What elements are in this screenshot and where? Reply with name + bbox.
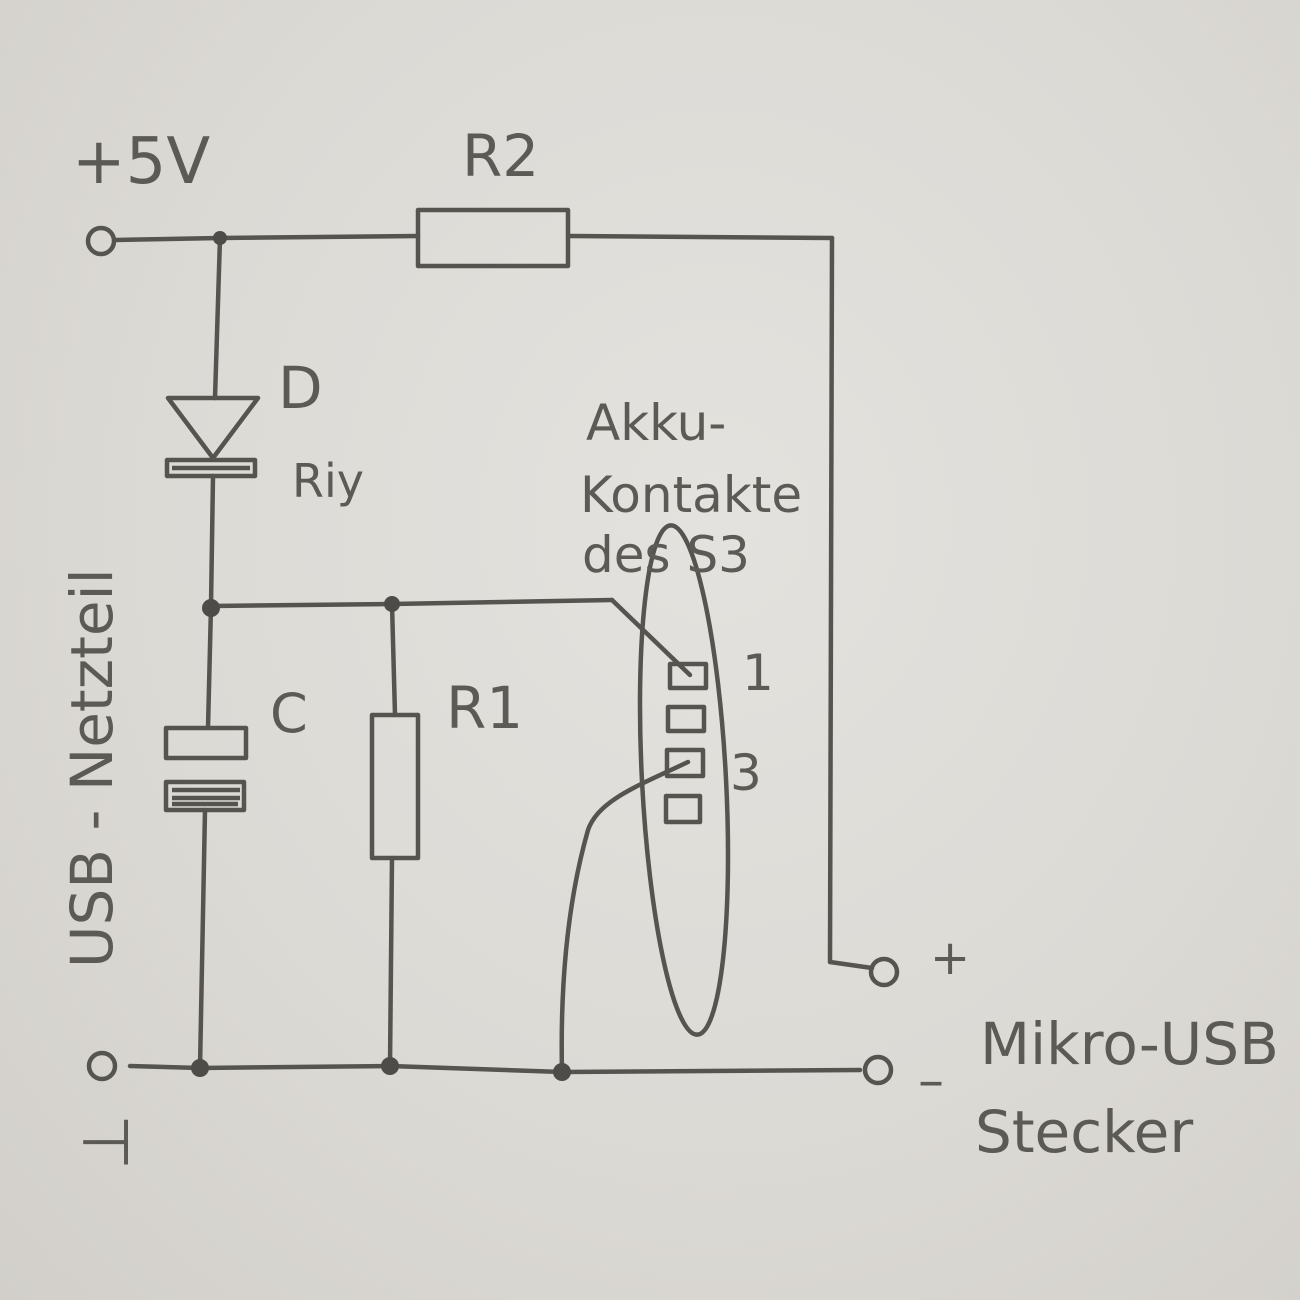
junction-ground-r1	[381, 1057, 399, 1075]
junction-r1-top	[384, 596, 400, 612]
wire-r1-bottom	[387, 855, 395, 1069]
label-connector-1: Mikro-USB	[980, 1010, 1279, 1078]
label-pin-3: 3	[730, 744, 762, 802]
label-resistor-r2: R2	[462, 122, 539, 190]
wire-junction-horizontal	[208, 597, 615, 609]
label-connector-2: Stecker	[975, 1098, 1193, 1166]
resistor-r1-body	[369, 712, 421, 861]
wire-left-to-cap	[205, 603, 214, 731]
wire-ground-bus	[127, 1063, 863, 1075]
diode	[164, 395, 261, 479]
terminals	[85, 225, 900, 1086]
wire-top-right	[567, 233, 835, 241]
capacitor-plate-bottom	[163, 779, 247, 813]
label-battery-contacts-2: Kontakte	[580, 466, 802, 524]
battery-contacts	[637, 523, 731, 1037]
wire-from-pin-3	[559, 759, 691, 1075]
ground-symbol-icon: ⊥	[70, 1114, 144, 1170]
junction-left-mid	[202, 599, 220, 617]
label-diode-note: Riy	[292, 454, 364, 508]
junction-top	[213, 231, 227, 245]
label-pin-1: 1	[742, 644, 774, 702]
wire-r1-top	[389, 601, 398, 718]
wire-right-vertical	[827, 235, 875, 971]
junction-ground-left	[191, 1059, 209, 1077]
diode-ring	[164, 457, 258, 479]
junction-ground-pin3	[553, 1063, 571, 1081]
label-battery-contacts-1: Akku-	[586, 394, 726, 452]
resistor-r2-body	[415, 207, 571, 269]
battery-pin-4	[663, 793, 703, 825]
label-resistor-r1: R1	[446, 674, 523, 742]
label-capacitor: C	[270, 682, 308, 745]
terminal-ground-left	[86, 1050, 118, 1082]
battery-pin-2	[665, 704, 707, 734]
wire-left-mid	[208, 473, 216, 609]
label-minus-terminal: –	[918, 1051, 944, 1111]
label-battery-contacts-3: des S3	[582, 526, 750, 584]
wire-left-upper	[212, 235, 223, 401]
terminal-plus5v	[85, 225, 117, 257]
label-power-supply: USB - Netzteil	[58, 568, 126, 968]
label-diode: D	[278, 354, 323, 422]
label-plus-terminal: +	[930, 930, 970, 986]
battery-contacts-outline	[637, 523, 731, 1037]
resistor-r2	[415, 207, 571, 269]
capacitor-plate-hatching	[172, 787, 240, 807]
junctions	[191, 231, 571, 1081]
capacitor	[163, 725, 249, 813]
resistor-r1	[369, 712, 421, 861]
terminal-plus-out	[868, 956, 900, 988]
battery-pin-3	[664, 747, 706, 779]
battery-pin-1	[667, 661, 709, 691]
wire-top-left	[112, 233, 421, 243]
label-supply-voltage: +5V	[72, 125, 210, 199]
capacitor-plate-top	[163, 725, 249, 761]
terminal-minus-out	[862, 1054, 894, 1086]
diode-triangle	[165, 395, 261, 461]
wire-cap-to-ground	[197, 807, 208, 1071]
